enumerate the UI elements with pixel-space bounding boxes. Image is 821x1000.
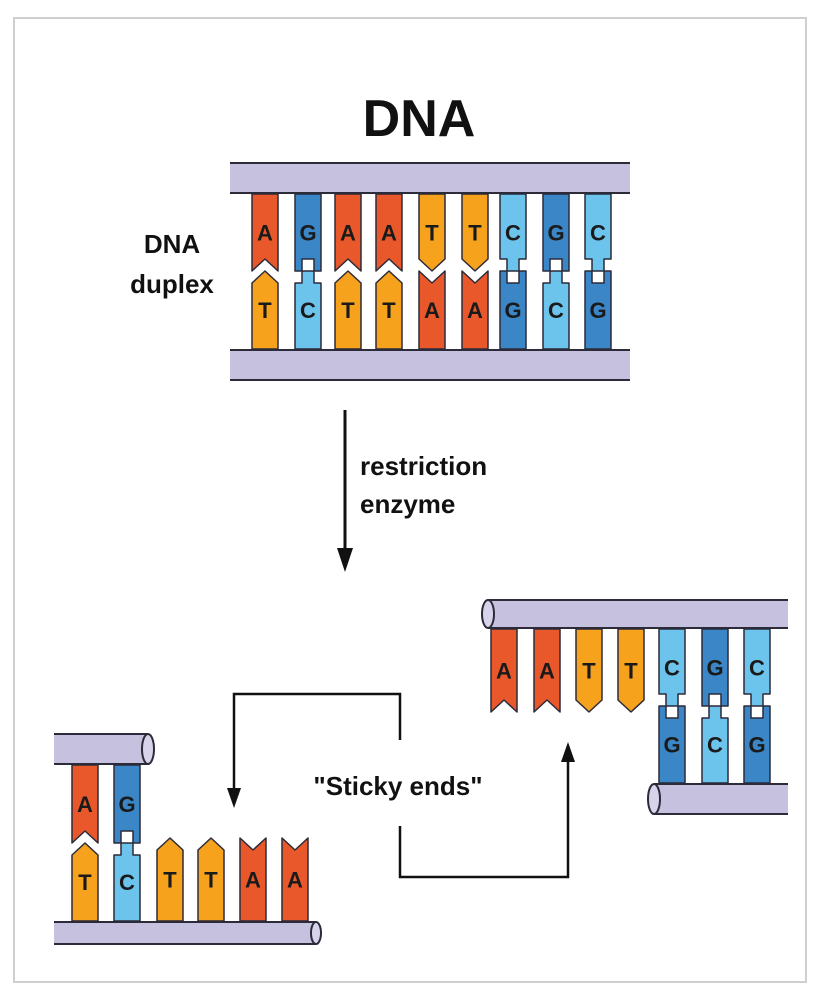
left-overhang-base: A [282,838,308,921]
duplex-bottom-base: T [252,271,278,349]
duplex-bottom-base: G [500,271,526,349]
base-letter-c: C [749,656,765,681]
base-letter-a: A [539,659,555,684]
diagram-title: DNA [363,90,476,148]
duplex-bottom-base: G [585,271,611,349]
base-letter-c: C [119,870,135,895]
right-paired-top-base: C [744,629,770,706]
base-letter-g: G [299,221,316,246]
base-letter-a: A [245,868,261,893]
base-letter-a: A [257,221,273,246]
duplex-bottom-base: C [543,271,569,349]
base-letter-a: A [467,298,483,323]
base-letter-g: G [589,298,606,323]
duplex-top-base: C [585,194,611,271]
right-paired-bottom-base: C [702,706,728,783]
base-letter-t: T [582,659,596,684]
left-top-backbone [54,734,154,764]
base-letter-t: T [78,870,92,895]
duplex-top-base: G [295,194,321,271]
duplex-top-backbone [230,163,630,193]
duplex-top-base: A [376,194,402,271]
base-letter-c: C [505,221,521,246]
right-paired-bottom-base: G [659,706,685,783]
duplex-bottom-base: A [419,271,445,349]
base-letter-g: G [663,733,680,758]
right-overhang-base: A [491,629,517,712]
duplex-top-base: T [419,194,445,271]
base-letter-c: C [590,221,606,246]
base-letter-g: G [748,733,765,758]
sticky-ends-label: "Sticky ends" [313,771,482,801]
duplex-bottom-base: T [335,271,361,349]
base-letter-c: C [548,298,564,323]
duplex-top-base: A [252,194,278,271]
right-bottom-backbone [648,784,788,814]
right-top-backbone [482,600,788,628]
left-bottom-backbone [54,922,321,944]
duplex-label-line1: DNA [144,229,201,259]
base-letter-a: A [287,868,303,893]
duplex-top-base: A [335,194,361,271]
right-overhang-base: T [576,629,602,712]
duplex-bottom-backbone [230,350,630,380]
arrow-label-line2: enzyme [360,489,455,519]
base-letter-a: A [340,221,356,246]
duplex-bottom-base: T [376,271,402,349]
duplex-bottom-base: C [295,271,321,349]
base-letter-a: A [381,221,397,246]
base-letter-g: G [706,656,723,681]
left-paired-bottom-base: T [72,843,98,921]
arrow-label-line1: restriction [360,451,487,481]
base-letter-t: T [341,298,355,323]
left-overhang-base: T [198,838,224,921]
base-letter-t: T [204,868,218,893]
left-overhang-base: A [240,838,266,921]
left-paired-top-base: A [72,765,98,843]
base-letter-a: A [424,298,440,323]
base-letter-g: G [118,792,135,817]
base-letter-t: T [624,659,638,684]
left-overhang-base: T [157,838,183,921]
right-overhang-base: A [534,629,560,712]
base-letter-a: A [496,659,512,684]
base-letter-g: G [547,221,564,246]
base-letter-a: A [77,792,93,817]
duplex-top-base: G [543,194,569,271]
right-paired-top-base: C [659,629,685,706]
base-letter-c: C [707,733,723,758]
base-letter-g: G [504,298,521,323]
right-paired-top-base: G [702,629,728,706]
duplex-bottom-base: A [462,271,488,349]
base-letter-t: T [163,868,177,893]
duplex-label-line2: duplex [130,269,214,299]
right-overhang-base: T [618,629,644,712]
base-letter-c: C [664,656,680,681]
duplex-top-base: C [500,194,526,271]
left-paired-top-base: G [114,765,140,843]
duplex-top-base: T [462,194,488,271]
right-paired-bottom-base: G [744,706,770,783]
base-letter-c: C [300,298,316,323]
left-paired-bottom-base: C [114,843,140,921]
base-letter-t: T [258,298,272,323]
base-letter-t: T [468,221,482,246]
base-letter-t: T [425,221,439,246]
base-letter-t: T [382,298,396,323]
